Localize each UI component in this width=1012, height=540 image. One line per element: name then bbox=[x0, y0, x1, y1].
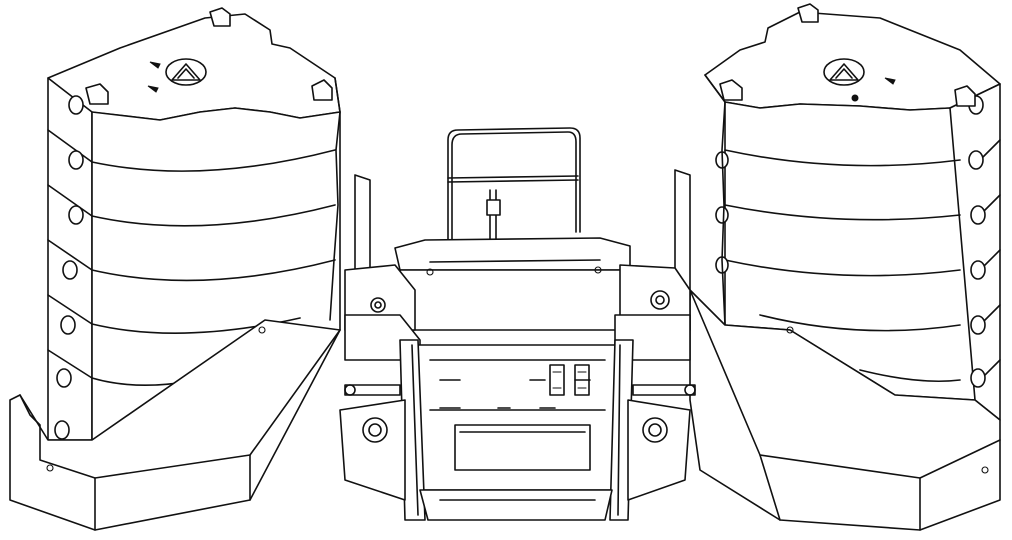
left-speaker-stack bbox=[9, 7, 341, 531]
handle-knobs bbox=[54, 95, 84, 440]
right-speaker-stack bbox=[689, 3, 1001, 531]
center-rigging-frame bbox=[339, 127, 696, 521]
triangle-logo-icon bbox=[165, 58, 207, 86]
triangle-logo-icon bbox=[823, 58, 865, 86]
